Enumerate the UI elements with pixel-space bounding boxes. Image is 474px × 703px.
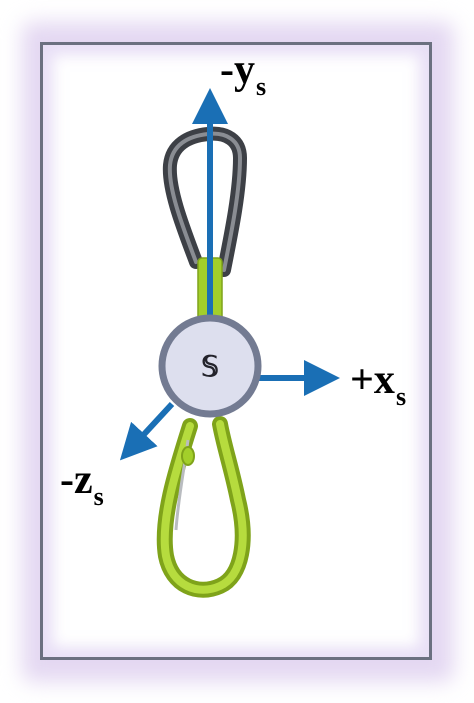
pos-x-axis-label: +xs [350,356,406,412]
neg-z-axis-label: -zs [60,456,104,512]
origin-circle [158,314,262,418]
lower-carabiner-icon [156,416,251,598]
neg-y-label-sub: s [256,72,267,101]
neg-z-label-main: -z [60,457,93,503]
neg-z-label-sub: s [93,482,104,511]
upper-carabiner-icon [162,126,248,277]
neg-y-axis-label: -ys [220,46,266,102]
neg-y-label-main: -y [220,47,255,93]
pos-x-label-main: +x [350,357,395,403]
neg-z-axis-arrow [119,401,175,461]
pos-x-label-sub: s [395,382,407,411]
origin-label: 𝕊 [201,352,219,383]
